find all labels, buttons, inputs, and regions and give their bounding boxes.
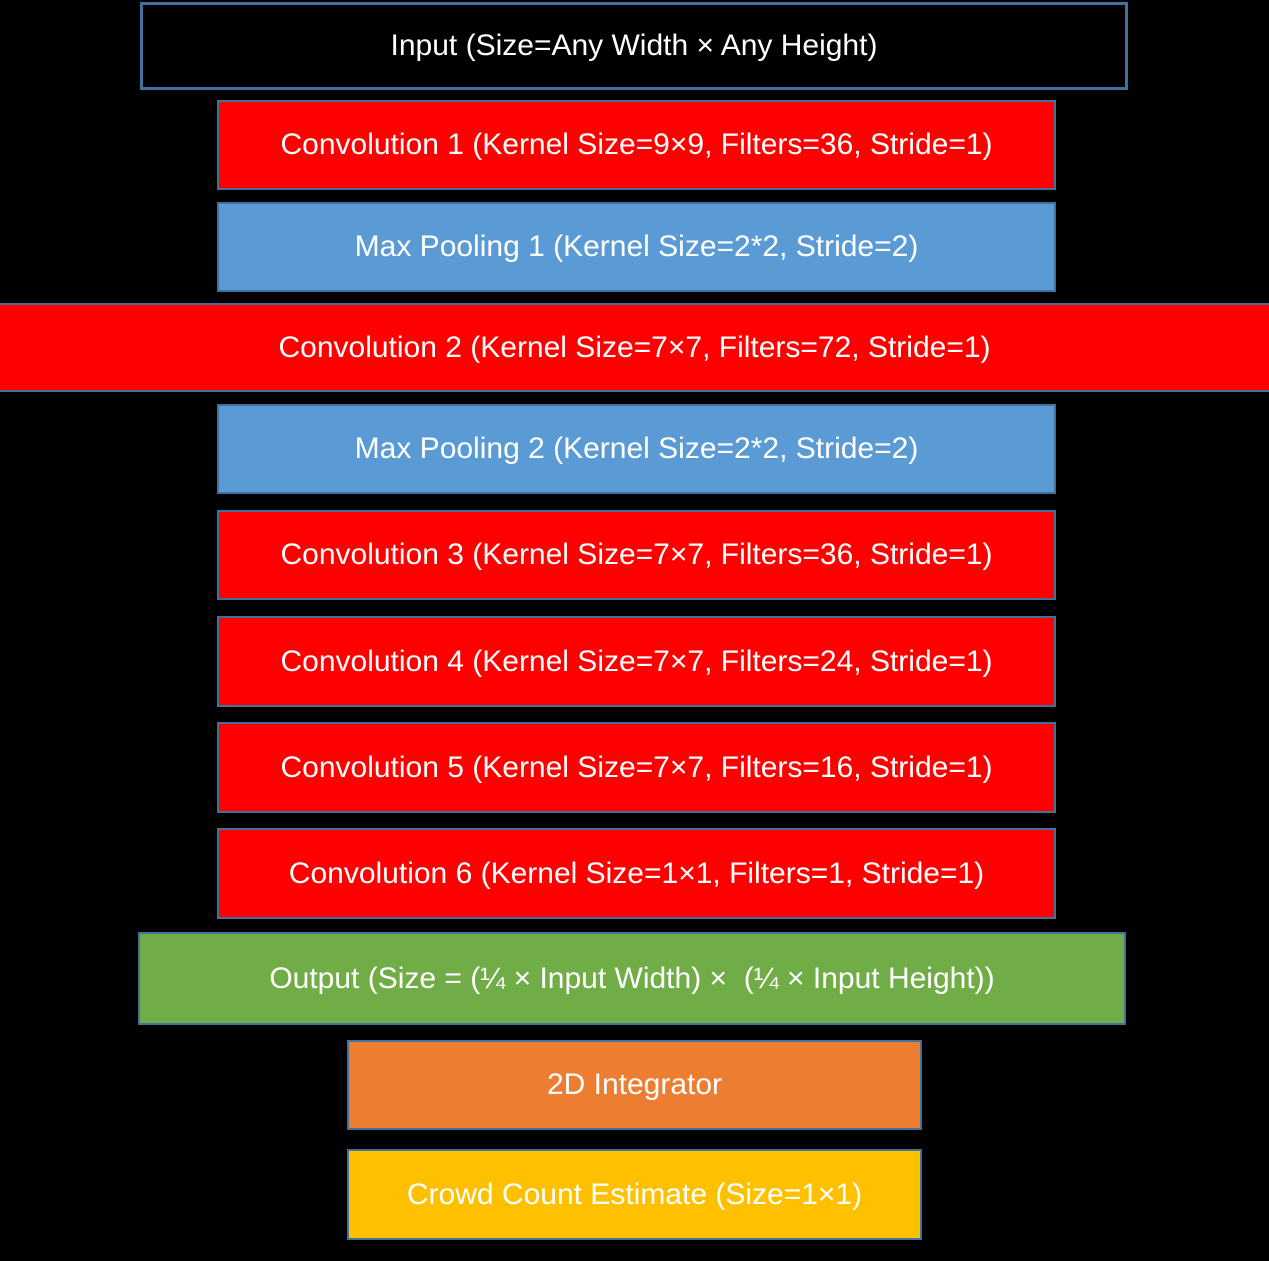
layer-convolution-4: Convolution 4 (Kernel Size=7×7, Filters=…	[217, 616, 1056, 707]
layer-convolution-2: Convolution 2 (Kernel Size=7×7, Filters=…	[0, 303, 1269, 392]
layer-label: Output (Size = (¼ × Input Width) × (¼ × …	[269, 961, 995, 995]
layer-convolution-1: Convolution 1 (Kernel Size=9×9, Filters=…	[217, 100, 1056, 190]
layer-label: 2D Integrator	[546, 1068, 723, 1101]
layer-label: Convolution 6 (Kernel Size=1×1, Filters=…	[288, 856, 985, 890]
layer-crowd-count-estimate: Crowd Count Estimate (Size=1×1)	[347, 1149, 922, 1240]
layer-max-pooling-1: Max Pooling 1 (Kernel Size=2*2, Stride=2…	[217, 202, 1056, 292]
layer-convolution-3: Convolution 3 (Kernel Size=7×7, Filters=…	[217, 510, 1056, 600]
layer-label: Max Pooling 2 (Kernel Size=2*2, Stride=2…	[354, 432, 919, 465]
layer-label: Convolution 4 (Kernel Size=7×7, Filters=…	[280, 644, 993, 678]
layer-label: Convolution 1 (Kernel Size=9×9, Filters=…	[280, 128, 993, 161]
layer-label: Crowd Count Estimate (Size=1×1)	[406, 1177, 863, 1211]
layer-2d-integrator: 2D Integrator	[347, 1040, 922, 1130]
layer-label: Input (Size=Any Width × Any Height)	[390, 29, 878, 62]
layer-label: Convolution 2 (Kernel Size=7×7, Filters=…	[278, 330, 991, 364]
layer-label: Convolution 3 (Kernel Size=7×7, Filters=…	[280, 538, 993, 571]
layer-input: Input (Size=Any Width × Any Height)	[140, 2, 1128, 90]
layer-label: Max Pooling 1 (Kernel Size=2*2, Stride=2…	[354, 230, 919, 263]
layer-convolution-5: Convolution 5 (Kernel Size=7×7, Filters=…	[217, 722, 1056, 813]
layer-max-pooling-2: Max Pooling 2 (Kernel Size=2*2, Stride=2…	[217, 404, 1056, 494]
layer-output: Output (Size = (¼ × Input Width) × (¼ × …	[138, 932, 1126, 1025]
layer-convolution-6: Convolution 6 (Kernel Size=1×1, Filters=…	[217, 828, 1056, 919]
layer-label: Convolution 5 (Kernel Size=7×7, Filters=…	[280, 750, 993, 784]
